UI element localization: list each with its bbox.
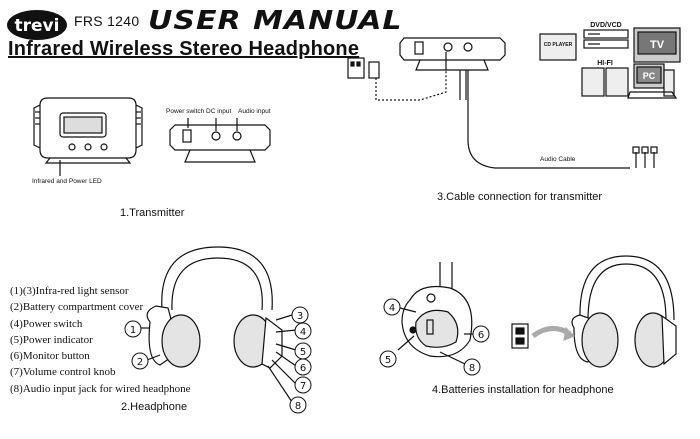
callout-5: 5 [300, 347, 306, 358]
feature-item: (4)Power switch [10, 317, 83, 330]
callout-2: 2 [137, 357, 143, 368]
callout-1: 1 [130, 325, 136, 336]
headphone-feature-list: (1)(3)Infra-red light sensor (2)Battery … [10, 283, 191, 397]
cable-transmitter-drawing [347, 37, 658, 169]
audio-devices-drawing [539, 27, 681, 99]
battery-callout-5: 5 [385, 355, 391, 366]
pc-label: PC [643, 71, 656, 81]
model-number: FRS 1240 [74, 13, 140, 29]
manual-title: USER MANUAL [148, 6, 403, 36]
callout-3: 3 [297, 311, 303, 322]
audio-cable-label: Audio Cable [540, 156, 576, 163]
cd-player-label: CD PLAYER [544, 42, 573, 48]
hifi-label: HI-FI [597, 60, 613, 67]
callout-4: 4 [300, 327, 306, 338]
feature-item: (8)Audio input jack for wired headphone [10, 382, 191, 395]
subtitle: Infrared Wireless Stereo Headphone [8, 38, 360, 60]
feature-item: (7)Volume control knob [10, 366, 116, 379]
power-switch-label: Power switch [166, 108, 205, 115]
cable-caption: 3.Cable connection for transmitter [437, 191, 603, 203]
feature-item: (2)Battery compartment cover [10, 301, 144, 314]
feature-item: (6)Monitor button [10, 350, 90, 363]
callout-6: 6 [300, 363, 306, 374]
battery-callout-6: 6 [478, 330, 484, 341]
callout-7: 7 [300, 381, 306, 392]
callout-8: 8 [295, 401, 301, 412]
tv-label: TV [650, 39, 665, 51]
battery-callout-8: 8 [469, 363, 475, 374]
feature-item: (1)(3)Infra-red light sensor [10, 285, 129, 297]
transmitter-back-drawing [169, 118, 271, 163]
battery-cup-drawing [397, 262, 474, 365]
audio-input-label: Audio input [238, 108, 271, 115]
battery-headphone-drawing [511, 255, 677, 368]
battery-callout-4: 4 [389, 303, 395, 314]
trevi-logo: trevi [6, 8, 68, 42]
feature-item: (5)Power indicator [10, 333, 93, 346]
transmitter-caption: 1.Transmitter [120, 207, 185, 219]
led-label: Infrared and Power LED [32, 178, 102, 185]
headphone-drawing [141, 246, 297, 403]
brand-text: trevi [15, 16, 60, 36]
dc-input-label: DC input [206, 108, 232, 115]
transmitter-front-drawing [33, 97, 143, 176]
dvd-label: DVD/VCD [590, 22, 622, 29]
batteries-caption: 4.Batteries installation for headphone [432, 384, 614, 396]
headphone-caption: 2.Headphone [121, 401, 188, 413]
